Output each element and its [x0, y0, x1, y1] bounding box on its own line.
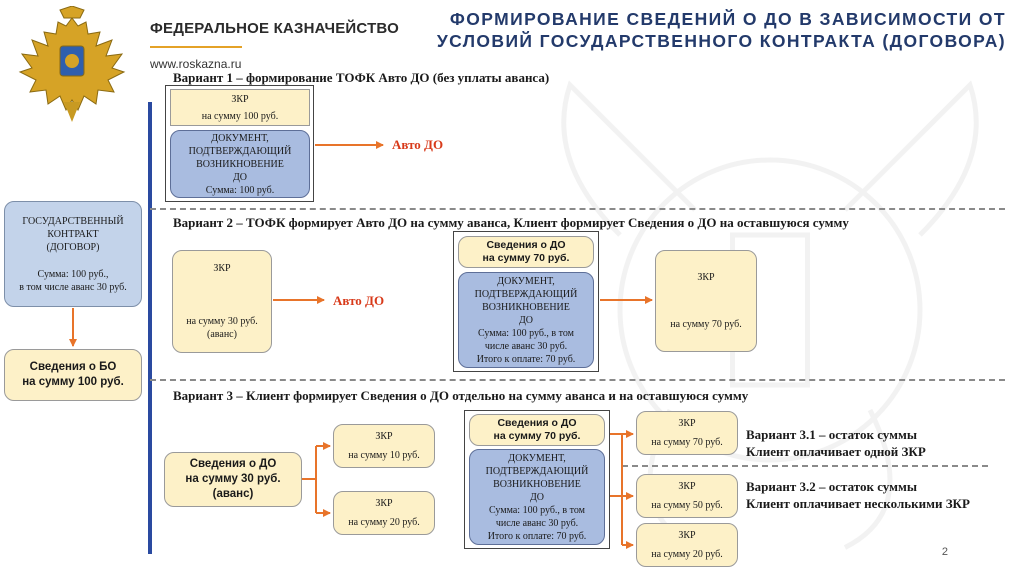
separator-middle [150, 379, 1005, 381]
organization-underline [150, 46, 242, 48]
variant3-document-box: ДОКУМЕНТ, ПОДТВЕРЖДАЮЩИЙ ВОЗНИКНОВЕНИЕ Д… [469, 449, 605, 545]
variant3-svedeniya-mid-box: Сведения о ДО на сумму 70 руб. [469, 414, 605, 446]
variant3-zkr-b-box: ЗКР на сумму 20 руб. [333, 491, 435, 535]
separator-variant3 [622, 465, 988, 467]
variant1-document-box: ДОКУМЕНТ, ПОДТВЕРЖДАЮЩИЙ ВОЗНИКНОВЕНИЕ Д… [170, 130, 310, 198]
variant3-zkr-d-box: ЗКР на сумму 50 руб. [636, 474, 738, 518]
variant32-note: Вариант 3.2 – остаток суммы Клиент оплач… [746, 479, 970, 511]
variant3-zkr-c-box: ЗКР на сумму 70 руб. [636, 411, 738, 455]
variant2-svedeniya-box: Сведения о ДО на сумму 70 руб. [458, 236, 594, 268]
government-contract-box: ГОСУДАРСТВЕННЫЙ КОНТРАКТ (ДОГОВОР) Сумма… [4, 201, 142, 307]
variant3-heading: Вариант 3 – Клиент формирует Сведения о … [173, 388, 749, 403]
page-number: 2 [941, 546, 948, 558]
variant2-zkr-right-box: ЗКР на сумму 70 руб. [655, 250, 757, 352]
variant3-svedeniya-left-box: Сведения о ДО на сумму 30 руб. (аванс) [164, 452, 302, 507]
variant3-zkr-a-box: ЗКР на сумму 10 руб. [333, 424, 435, 468]
variant1-auto-do-label: Авто ДО [392, 137, 444, 152]
variant1-zkr-box: ЗКР на сумму 100 руб. [170, 89, 310, 126]
variant1-heading: Вариант 1 – формирование ТОФК Авто ДО (б… [173, 70, 550, 85]
organization-name: ФЕДЕРАЛЬНОЕ КАЗНАЧЕЙСТВО [150, 20, 399, 37]
variant2-zkr-left-box: ЗКР на сумму 30 руб. (аванс) [172, 250, 272, 353]
separator-top [150, 208, 1005, 210]
variant3-zkr-e-box: ЗКР на сумму 20 руб. [636, 523, 738, 567]
slide-title-line1: ФОРМИРОВАНИЕ СВЕДЕНИЙ О ДО В ЗАВИСИМОСТИ… [449, 9, 1006, 29]
double-headed-eagle-emblem-icon [18, 6, 126, 122]
bo-info-box: Сведения о БО на сумму 100 руб. [4, 349, 142, 401]
slide-title: ФОРМИРОВАНИЕ СВЕДЕНИЙ О ДО В ЗАВИСИМОСТИ… [366, 8, 1006, 52]
organization-url[interactable]: www.roskazna.ru [150, 57, 242, 71]
vertical-divider-bar [148, 102, 152, 554]
slide-title-line2: УСЛОВИЙ ГОСУДАРСТВЕННОГО КОНТРАКТА (ДОГО… [436, 31, 1006, 51]
variant2-document-box: ДОКУМЕНТ, ПОДТВЕРЖДАЮЩИЙ ВОЗНИКНОВЕНИЕ Д… [458, 272, 594, 368]
variant2-heading: Вариант 2 – ТОФК формирует Авто ДО на су… [173, 215, 849, 230]
variant31-note: Вариант 3.1 – остаток суммы Клиент оплач… [746, 427, 926, 459]
variant2-auto-do-label: Авто ДО [333, 293, 385, 308]
